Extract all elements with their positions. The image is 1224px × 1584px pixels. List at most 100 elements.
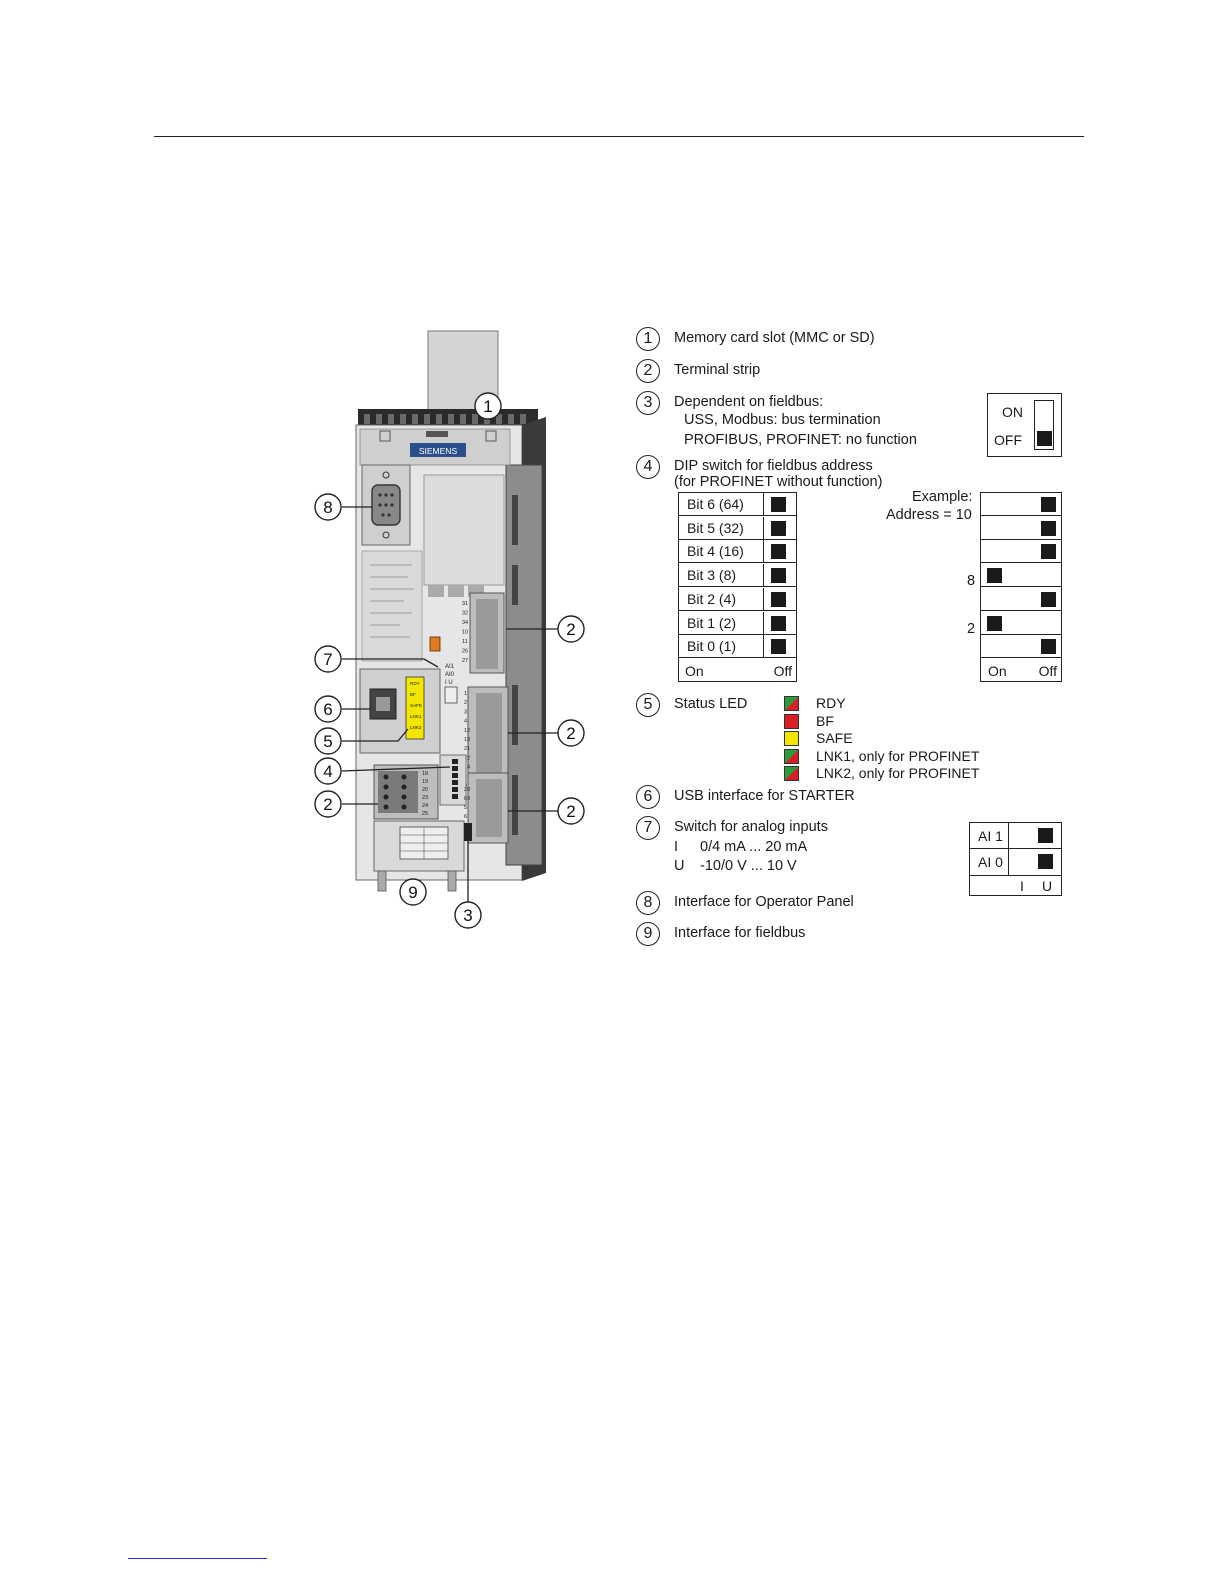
example-on-label: On <box>988 663 1007 679</box>
analog-ai1-knob <box>1038 828 1053 843</box>
terminal-69: 69 <box>464 796 470 802</box>
svg-text:2: 2 <box>323 795 332 814</box>
terminal-19: 19 <box>422 779 428 785</box>
callout-3: 3 <box>454 901 482 929</box>
dip-row: Bit 0 (1) <box>679 635 796 659</box>
legend-num-7: 7 <box>636 816 660 840</box>
ai1-mini-label: AI1 <box>445 664 455 670</box>
brand-text: SIEMENS <box>419 446 458 456</box>
led-tag-BF: BF <box>410 692 416 697</box>
example-knob-off <box>1041 497 1056 512</box>
led-strip <box>405 676 425 740</box>
legend-7-i-key: I <box>674 839 679 855</box>
terminal-15: 15 <box>464 774 470 780</box>
terminal-1: 1 <box>464 691 467 697</box>
terminal-34: 34 <box>462 620 468 626</box>
terminal-6: 6 <box>464 814 467 820</box>
terminal-20: 20 <box>422 787 428 793</box>
example-dip-row <box>981 612 1061 635</box>
dip-row: Bit 5 (32) <box>679 516 796 540</box>
bus-switch-knob <box>1036 431 1052 446</box>
callout-8: 8 <box>314 493 342 521</box>
leader-lines <box>341 408 558 905</box>
example-mark-2: 2 <box>967 621 976 637</box>
terminal-numbers-mid: 12341213212214159 <box>464 691 470 789</box>
dip-row-label: Bit 2 (4) <box>687 590 737 607</box>
legend-num-3: 3 <box>636 391 660 415</box>
led-label: BF <box>816 712 834 729</box>
callout-5: 5 <box>314 727 342 755</box>
legend-text-9: Interface for fieldbus <box>674 925 806 941</box>
legend-7-u-key: U <box>674 858 685 874</box>
svg-text:9: 9 <box>408 883 417 902</box>
dip-row-label: Bit 6 (64) <box>687 496 744 512</box>
legend-num-8: 8 <box>636 891 660 915</box>
dip-knob-off <box>771 497 786 512</box>
legend-text-8: Interface for Operator Panel <box>674 894 854 910</box>
legend-text-1: Memory card slot (MMC or SD) <box>674 330 875 346</box>
usb-port <box>369 688 397 720</box>
callout-6: 6 <box>314 695 342 723</box>
led-swatch <box>784 748 799 764</box>
callout-2-mid: 2 <box>557 719 585 747</box>
terminal-5: 5 <box>464 805 467 811</box>
example-knob-on <box>987 615 1002 631</box>
terminal-10: 10 <box>462 630 468 636</box>
rating-label <box>361 550 423 662</box>
dip-on-label: On <box>685 663 704 679</box>
analog-ai0-knob <box>1038 854 1053 869</box>
legend-text-3a: USS, Modbus: bus termination <box>684 412 881 428</box>
terminal-21: 21 <box>464 746 470 752</box>
svg-text:7: 7 <box>323 650 332 669</box>
example-dip-row <box>981 635 1061 659</box>
example-dip-table: On Off <box>980 492 1062 682</box>
bus-termination-switch <box>464 823 472 841</box>
example-dip-row <box>981 517 1061 540</box>
example-title: Example: <box>912 489 973 505</box>
terminal-27: 27 <box>462 658 468 664</box>
dip-row-label: Bit 1 (2) <box>687 614 737 631</box>
terminal-22: 22 <box>464 755 470 761</box>
analog-row-ai1: AI 1 <box>970 823 1061 849</box>
center-cover <box>423 474 505 586</box>
terminal-26: 26 <box>462 649 468 655</box>
legend-text-4-sub: (for PROFINET without function) <box>674 474 883 490</box>
bus-switch-on-label: ON <box>1002 404 1023 420</box>
svg-text:2: 2 <box>566 802 575 821</box>
legend-text-2: Terminal strip <box>674 362 761 378</box>
led-swatch <box>784 731 799 747</box>
example-dip-row <box>981 588 1061 611</box>
terminal-23: 23 <box>422 795 428 801</box>
example-address: Address = 10 <box>886 507 972 523</box>
legend-text-3: Dependent on fieldbus: <box>674 394 824 410</box>
side-panel-ribs <box>512 495 518 835</box>
example-mark-8: 8 <box>967 573 976 589</box>
legend-num-5: 5 <box>636 693 660 717</box>
example-off-label: Off <box>1038 663 1057 679</box>
terminal-2: 2 <box>464 700 467 706</box>
dip-switch-table: Bit 6 (64)Bit 5 (32)Bit 4 (16)Bit 3 (8)B… <box>678 492 797 682</box>
legend-num-9: 9 <box>636 922 660 946</box>
footnote-rule <box>128 1558 267 1559</box>
terminal-28: 28 <box>464 787 470 793</box>
legend-7-u-val: -10/0 V ... 10 V <box>700 858 797 874</box>
ai0-mini-label: AI0 <box>445 672 455 678</box>
terminal-13: 13 <box>464 737 470 743</box>
example-knob-on <box>987 568 1002 584</box>
analog-row-ai0: AI 0 <box>970 849 1061 876</box>
led-tag-RDY: RDY <box>410 681 420 686</box>
terminal-24: 24 <box>422 803 428 809</box>
svg-text:5: 5 <box>323 732 332 751</box>
terminal-12: 12 <box>464 728 470 734</box>
terminal-31: 31 <box>462 601 468 607</box>
terminal-32: 32 <box>462 611 468 617</box>
legend-text-6: USB interface for STARTER <box>674 788 855 804</box>
callout-4: 4 <box>314 757 342 785</box>
led-label: LNK1, only for PROFINET <box>816 747 980 764</box>
dip-knob-off <box>771 591 786 607</box>
terminal-3: 3 <box>464 709 467 715</box>
led-tag-LNK1: LNK1 <box>410 714 422 719</box>
legend-num-4: 4 <box>636 455 660 479</box>
